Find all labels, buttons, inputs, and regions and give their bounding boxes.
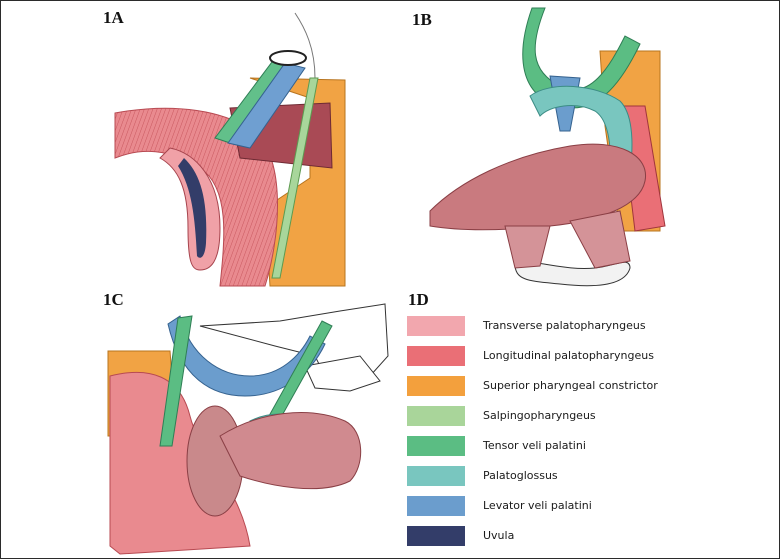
panel-label-1d: 1D — [408, 290, 429, 309]
panel-1a-illustration — [114, 12, 346, 287]
legend-swatch — [407, 406, 465, 426]
legend-label: Tensor veli palatini — [483, 439, 586, 452]
legend-label: Transverse palatopharyngeus — [483, 319, 646, 332]
legend-swatch — [407, 526, 465, 546]
panel-label-1a: 1A — [103, 8, 124, 27]
legend-label: Uvula — [483, 529, 515, 542]
legend-swatch — [407, 376, 465, 396]
legend-swatch — [407, 316, 465, 336]
legend-swatch — [407, 466, 465, 486]
panel-label-1c: 1C — [103, 290, 124, 309]
legend-label: Longitudinal palatopharyngeus — [483, 349, 654, 362]
panel-label-1b: 1B — [412, 10, 432, 29]
panel-1c-illustration — [107, 303, 389, 555]
legend-label: Superior pharyngeal constrictor — [483, 379, 658, 392]
legend-swatch — [407, 436, 465, 456]
legend-label: Levator veli palatini — [483, 499, 592, 512]
legend-label: Palatoglossus — [483, 469, 558, 482]
panel-1b-illustration — [429, 7, 666, 287]
legend-swatch — [407, 496, 465, 516]
legend-swatch — [407, 346, 465, 366]
legend-label: Salpingopharyngeus — [483, 409, 596, 422]
